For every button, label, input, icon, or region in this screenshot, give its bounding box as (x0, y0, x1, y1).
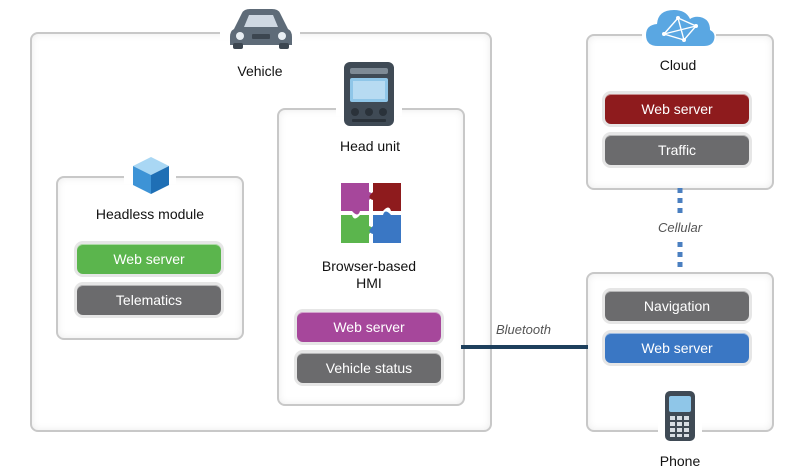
hmi-label: Browser-based HMI (297, 258, 441, 292)
navigation-box: Navigation (605, 291, 749, 321)
puzzle-icon (341, 183, 401, 243)
headless-module-label: Headless module (95, 206, 205, 222)
cloud-web-server: Web server (605, 94, 749, 124)
telematics-box: Telematics (77, 285, 221, 315)
phone-icon (665, 391, 695, 441)
cellular-label: Cellular (657, 220, 703, 235)
vehicle-status-box: Vehicle status (297, 353, 441, 383)
headless-web-server: Web server (77, 244, 221, 274)
cube-icon (133, 157, 169, 194)
cellular-link (677, 188, 683, 270)
cloud-icon (646, 10, 715, 46)
head-unit-label: Head unit (340, 138, 400, 154)
hmi-label-line1: Browser-based (321, 258, 417, 274)
bluetooth-label: Bluetooth (496, 322, 551, 337)
car-icon (230, 9, 292, 49)
head-unit-web-server: Web server (297, 312, 441, 342)
phone-label: Phone (659, 453, 701, 469)
phone-web-server: Web server (605, 333, 749, 363)
head-unit-icon (344, 62, 394, 126)
bluetooth-link (461, 345, 588, 349)
cloud-label: Cloud (659, 57, 697, 73)
traffic-box: Traffic (605, 135, 749, 165)
hmi-label-line2: HMI (356, 275, 382, 291)
vehicle-label: Vehicle (237, 63, 283, 79)
